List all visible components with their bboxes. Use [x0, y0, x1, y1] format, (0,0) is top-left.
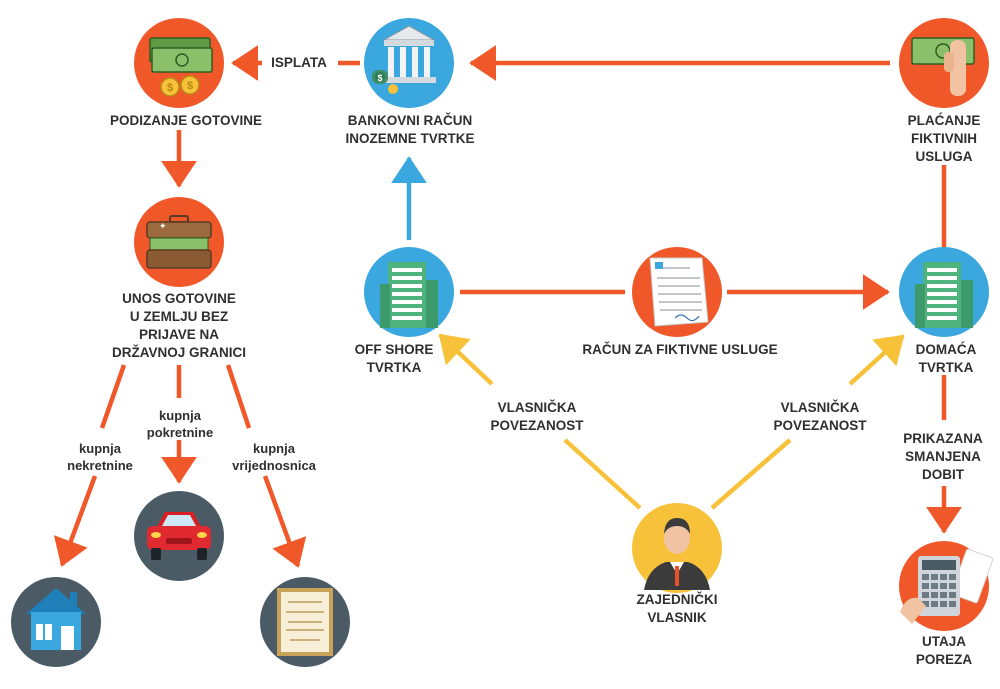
node-label-foreign-bank-account: BANKOVNI RAČUN INOZEMNE TVRTKE — [345, 113, 475, 146]
node-fictitious-invoice — [632, 247, 722, 337]
node-label-tax-evasion: UTAJA POREZA — [915, 634, 973, 667]
businessman-icon — [644, 518, 710, 590]
certificate-icon — [277, 588, 333, 656]
car-icon — [147, 512, 211, 560]
node-house — [11, 577, 101, 667]
edge-to-house — [99, 364, 127, 429]
node-label-offshore-company: OFF SHORE TVRTKA — [354, 342, 434, 375]
calculator-icon — [900, 548, 994, 624]
edge-to-house-2 — [53, 475, 98, 567]
node-securities — [260, 577, 350, 667]
edge-to-securities — [225, 364, 252, 429]
node-label-fictitious-invoice: RAČUN ZA FIKTIVNE USLUGE — [582, 342, 778, 357]
node-label-cash-withdrawal: PODIZANJE GOTOVINE — [109, 113, 263, 128]
svg-text:✦: ✦ — [159, 222, 167, 232]
hand-cash-icon — [911, 37, 975, 96]
edge-label-buy-securities: kupnja vrijednosnica — [232, 441, 316, 473]
svg-text:$: $ — [167, 82, 173, 94]
edge-label-ownership-right: VLASNIČKA POVEZANOST — [773, 400, 867, 433]
invoice-icon — [649, 257, 709, 327]
node-cash-withdrawal: $ $ — [134, 18, 224, 108]
edge-owner-to-domestic-2 — [848, 334, 905, 386]
house-icon — [26, 588, 86, 650]
node-cash-import: ✦ — [134, 197, 224, 287]
edge-owner-to-offshore — [563, 438, 642, 510]
node-label-fictitious-services-payment: PLAĆANJE FIKTIVNIH USLUGA — [907, 113, 981, 164]
edge-label-ownership-left: VLASNIČKA POVEZANOST — [490, 400, 584, 433]
bank-icon: $ — [372, 25, 436, 94]
cash-stack-icon: $ $ — [149, 37, 213, 97]
suitcase-money-icon: ✦ — [146, 215, 212, 269]
edge-owner-to-domestic — [710, 438, 792, 510]
node-label-cash-import: UNOS GOTOVINE U ZEMLJU BEZ PRIJAVE NA DR… — [111, 291, 247, 360]
edge-label-reduced-profit: PRIKAZANA SMANJENA DOBIT — [903, 431, 983, 482]
svg-text:$: $ — [187, 80, 193, 92]
node-label-domestic-company: DOMAĆA TVRTKA — [915, 342, 977, 375]
node-car — [134, 491, 224, 581]
edge-label-buy-movables: kupnja pokretnine — [146, 408, 214, 440]
edge-to-securities-2 — [262, 475, 307, 568]
node-fictitious-services-payment — [899, 18, 989, 108]
office-building-icon — [915, 262, 973, 328]
node-offshore-company — [364, 247, 454, 337]
node-tax-evasion — [899, 541, 994, 631]
edge-owner-to-offshore-2 — [438, 333, 494, 386]
node-common-owner — [632, 503, 722, 593]
node-foreign-bank-account: $ — [364, 18, 454, 108]
svg-text:$: $ — [377, 73, 382, 83]
node-label-common-owner: ZAJEDNIČKI VLASNIK — [636, 592, 718, 625]
office-building-icon — [380, 262, 438, 328]
edge-label-buy-real-estate: kupnja nekretnine — [67, 441, 133, 473]
node-domestic-company — [899, 247, 989, 337]
edge-label-payout: ISPLATA — [271, 55, 327, 70]
